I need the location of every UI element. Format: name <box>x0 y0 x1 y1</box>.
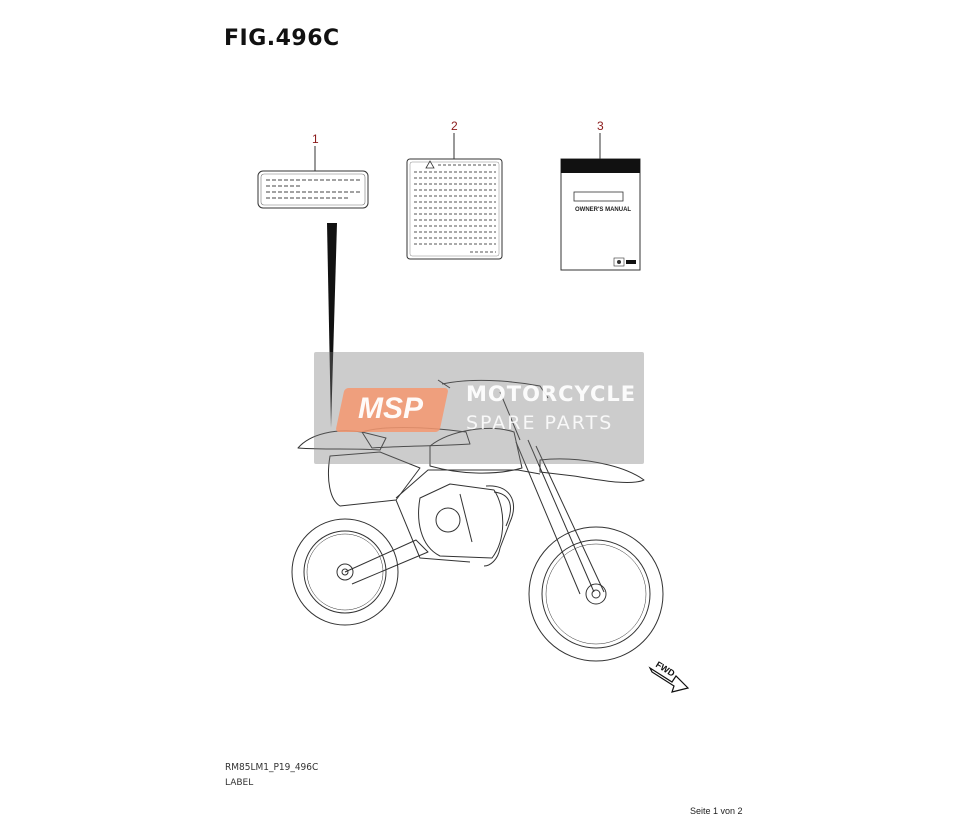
pointer-arrow-icon <box>327 223 337 428</box>
page-indicator: Seite 1 von 2 <box>690 806 743 816</box>
watermark-logo-text: MSP <box>358 392 424 425</box>
watermark-line-1: MOTORCYCLE <box>466 382 637 406</box>
warning-icon <box>425 160 435 169</box>
callout-3[interactable]: 3 <box>597 119 604 133</box>
callout-1[interactable]: 1 <box>312 132 319 146</box>
label-part-1[interactable] <box>257 170 369 209</box>
diagram-code: RM85LM1_P19_496C <box>225 762 319 773</box>
owners-manual-title: OWNER'S MANUAL <box>575 207 632 213</box>
label-part-2[interactable] <box>406 158 503 260</box>
fwd-arrow-icon <box>648 666 690 693</box>
owners-manual-part-3[interactable] <box>560 158 641 271</box>
diagram-sublabel: LABEL <box>225 778 254 788</box>
callout-2[interactable]: 2 <box>451 119 458 133</box>
watermark-line-2: SPARE PARTS <box>466 412 614 434</box>
figure-title: FIG.496C <box>224 26 340 51</box>
watermark-banner: MSP MOTORCYCLE SPARE PARTS <box>314 352 644 464</box>
